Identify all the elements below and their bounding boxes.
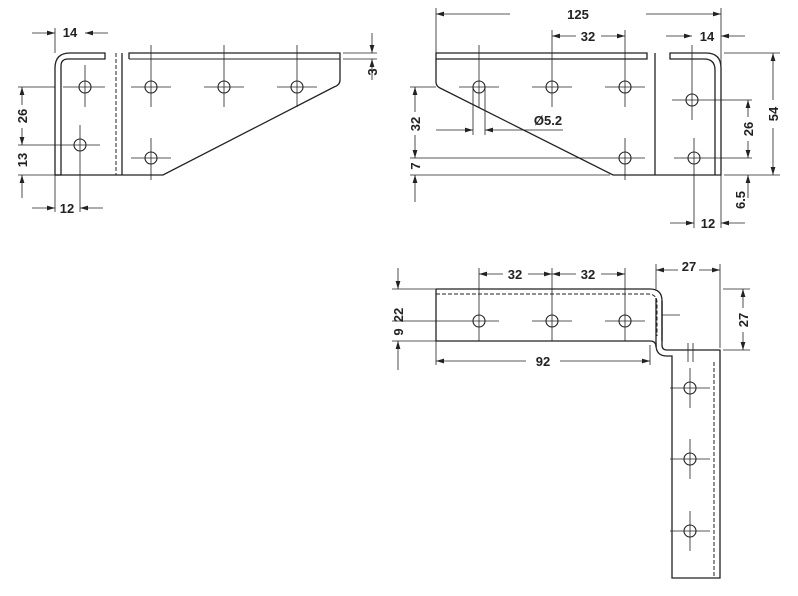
hole <box>63 65 105 107</box>
hole <box>204 45 244 107</box>
dim-hole-diameter: Ø5.2 <box>534 113 562 128</box>
dim-7: 7 <box>408 162 423 169</box>
dim-14: 14 <box>63 25 78 40</box>
dim-32: 32 <box>581 29 595 44</box>
hole <box>131 45 171 107</box>
hole <box>459 268 499 341</box>
dim-32-vertical: 32 <box>408 117 423 131</box>
dim-27-width: 27 <box>682 259 696 274</box>
dim-13: 13 <box>15 153 30 167</box>
hole <box>459 45 499 107</box>
mounting-holes <box>410 30 752 228</box>
dim-54: 54 <box>766 106 781 121</box>
hole <box>410 138 645 180</box>
hole <box>532 268 572 341</box>
hole <box>605 268 645 341</box>
dim-22: 22 <box>391 308 406 322</box>
dimensions: 14 12 26 13 3 <box>15 25 380 216</box>
dim-14: 14 <box>700 29 715 44</box>
dim-26: 26 <box>741 122 756 136</box>
hole <box>674 138 752 228</box>
mounting-holes <box>459 268 710 551</box>
hole <box>18 125 100 212</box>
hole <box>605 30 645 107</box>
hole <box>670 511 710 551</box>
bracket-side-view-right: 125 32 14 54 26 6.5 12 32 7 <box>408 7 781 231</box>
hole <box>277 45 317 107</box>
dim-27-depth: 27 <box>736 313 751 327</box>
dim-92: 92 <box>536 354 550 369</box>
dim-26: 26 <box>15 109 30 123</box>
hole <box>670 439 710 479</box>
dimensions: 125 32 14 54 26 6.5 12 32 7 <box>408 7 781 231</box>
dim-32a: 32 <box>508 267 522 282</box>
dim-12: 12 <box>701 216 715 231</box>
hole <box>532 30 572 107</box>
dim-12: 12 <box>60 201 74 216</box>
hole <box>672 45 752 120</box>
dim-9: 9 <box>391 328 406 335</box>
bracket-side-view-left: 14 12 26 13 3 <box>15 25 380 216</box>
mounting-holes <box>18 45 317 212</box>
dim-32b: 32 <box>581 267 595 282</box>
hole <box>131 138 171 180</box>
dim-125: 125 <box>567 7 589 22</box>
dimensions: 32 32 92 22 9 27 27 <box>391 259 751 370</box>
bracket-top-view: 32 32 92 22 9 27 27 <box>391 259 751 579</box>
dim-6-5: 6.5 <box>733 191 748 209</box>
hole <box>670 368 710 408</box>
dim-3: 3 <box>365 68 380 75</box>
